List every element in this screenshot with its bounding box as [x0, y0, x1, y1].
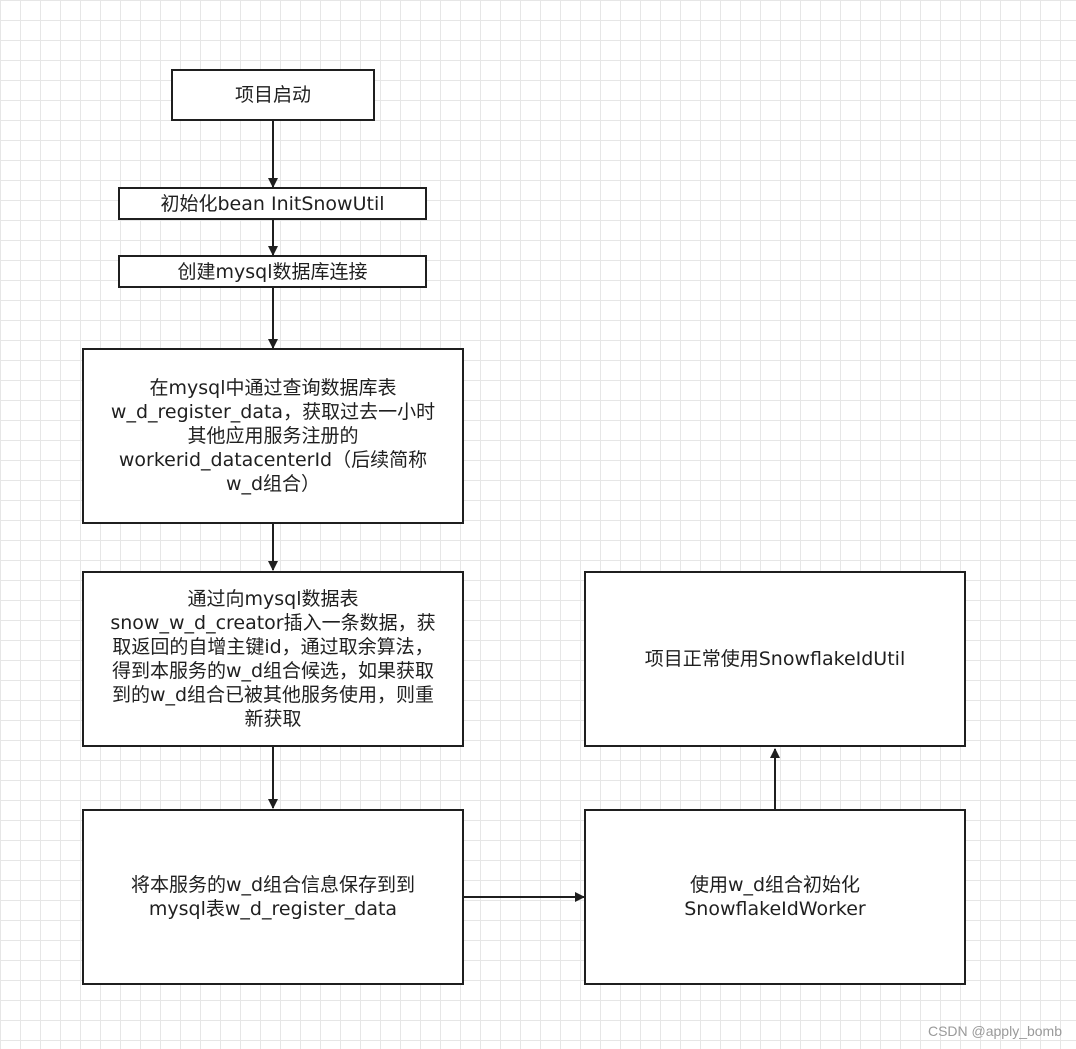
node-create-connection: 创建mysql数据库连接 — [118, 255, 427, 288]
node-normal-use-label: 项目正常使用SnowflakeIdUtil — [644, 648, 906, 670]
node-normal-use: 项目正常使用SnowflakeIdUtil — [584, 571, 966, 747]
node-insert-line: snow_w_d_creator插入一条数据，获 — [110, 612, 436, 634]
node-save-line: 将本服务的w_d组合信息保存到到 — [130, 874, 416, 896]
node-init-bean-label: 初始化bean InitSnowUtil — [160, 192, 385, 215]
node-save-register: 将本服务的w_d组合信息保存到到 mysql表w_d_register_data — [82, 809, 464, 985]
node-query-register-table: 在mysql中通过查询数据库表 w_d_register_data，获取过去一小… — [82, 348, 464, 524]
node-init-bean: 初始化bean InitSnowUtil — [118, 187, 427, 220]
node-insert-line: 通过向mysql数据表 — [187, 588, 359, 610]
node-query-line: 在mysql中通过查询数据库表 — [149, 377, 397, 399]
node-insert-line: 取返回的自增主键id，通过取余算法， — [112, 636, 434, 658]
node-query-line: w_d组合） — [225, 473, 321, 495]
node-worker-line: 使用w_d组合初始化 — [689, 874, 861, 896]
node-worker-line: SnowflakeIdWorker — [684, 898, 866, 920]
node-init-worker: 使用w_d组合初始化 SnowflakeIdWorker — [584, 809, 966, 985]
node-project-start: 项目启动 — [171, 69, 375, 121]
node-create-connection-label: 创建mysql数据库连接 — [177, 260, 368, 283]
node-query-line: 其他应用服务注册的 — [187, 425, 359, 447]
watermark: CSDN @apply_bomb — [927, 1023, 1062, 1039]
node-query-line: w_d_register_data，获取过去一小时 — [110, 401, 436, 423]
node-insert-line: 到的w_d组合已被其他服务使用，则重 — [111, 684, 435, 706]
node-insert-line: 新获取 — [244, 708, 302, 730]
node-project-start-label: 项目启动 — [234, 84, 311, 106]
node-insert-line: 得到本服务的w_d组合候选，如果获取 — [111, 660, 435, 682]
node-insert-creator: 通过向mysql数据表 snow_w_d_creator插入一条数据，获 取返回… — [82, 571, 464, 747]
node-query-line: workerid_datacenterId（后续简称 — [118, 449, 428, 471]
node-save-line: mysql表w_d_register_data — [148, 898, 398, 920]
